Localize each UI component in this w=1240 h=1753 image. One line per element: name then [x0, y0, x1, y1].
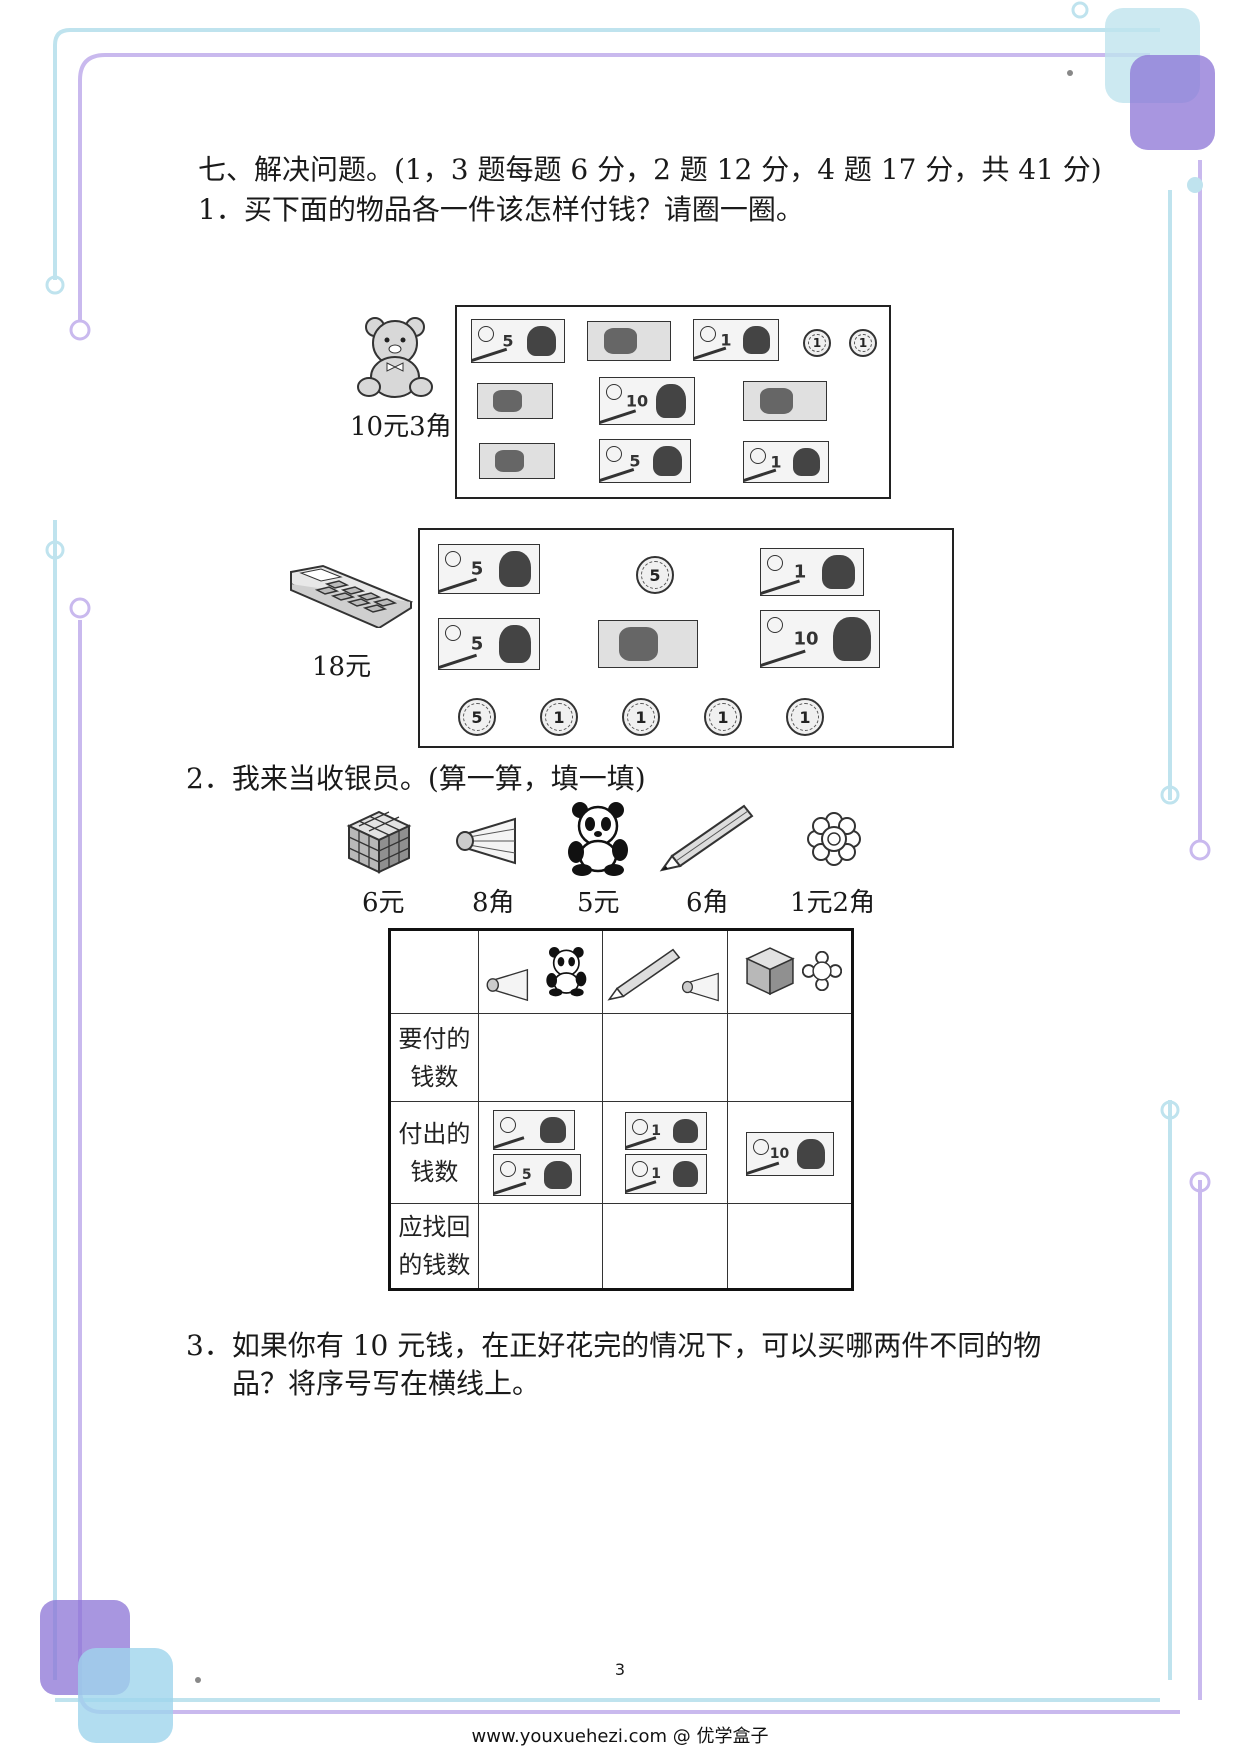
coin-1-jiao[interactable]: 1 [786, 698, 824, 736]
paid-cell-2: 1 1 [602, 1101, 728, 1204]
header-shuttlecock-panda [477, 929, 604, 1014]
note-5-yuan[interactable]: 5 [438, 618, 540, 670]
note-5-yuan[interactable]: 5 [471, 319, 565, 363]
row-label-due: 要付的 钱数 [389, 1013, 479, 1102]
coin-1-jiao[interactable]: 1 [704, 698, 742, 736]
note-1-yuan[interactable]: 1 [693, 319, 779, 361]
row-label-line: 要付的 [398, 1024, 471, 1053]
row-label-line: 钱数 [410, 1157, 459, 1186]
row-label-change: 应找回 的钱数 [389, 1203, 479, 1290]
panda-icon [546, 947, 587, 997]
answer-cell-change-2[interactable] [602, 1203, 728, 1290]
price-pencil: 6角 [686, 888, 729, 918]
answer-cell-due-1[interactable] [477, 1013, 604, 1102]
coin-1-jiao[interactable]: 1 [540, 698, 578, 736]
answer-cell-change-3[interactable] [726, 1203, 854, 1290]
cashier-table: 要付的 钱数 付出的 钱数 5 1 1 [388, 928, 854, 1291]
rubiks-cube-icon [346, 810, 412, 874]
shuttlecock-icon [456, 817, 516, 865]
header-cube-flower [726, 929, 854, 1014]
coin-1-jiao[interactable]: 1 [849, 329, 877, 357]
row-label-line: 应找回 [398, 1213, 471, 1241]
row-label-line: 钱数 [410, 1062, 459, 1091]
note-5-jiao[interactable] [743, 381, 827, 421]
header-pencil-shuttlecock [602, 929, 728, 1014]
note-5-yuan[interactable]: 5 [599, 439, 691, 483]
note-1-yuan [492, 1110, 575, 1150]
note-1-yuan[interactable]: 1 [743, 441, 829, 483]
money-box-1: 5 1 1 1 10 5 1 [455, 305, 891, 499]
page-number: 3 [614, 1660, 626, 1679]
paid-cell-3: 10 [726, 1101, 854, 1204]
question-1-prompt: 1．买下面的物品各一件该怎样付钱？请圈一圈。 [198, 193, 804, 226]
money-box-2: 5 5 1 5 10 5 1 1 1 1 [418, 528, 954, 748]
coin-5-jiao[interactable]: 5 [458, 698, 496, 736]
teddy-bear-price: 10元3角 [350, 412, 452, 442]
question-3-line-1: 3．如果你有 10 元钱，在正好花完的情况下，可以买哪两件不同的物 [186, 1329, 1042, 1362]
corner-cell [389, 929, 479, 1014]
note-1-yuan[interactable]: 1 [760, 548, 864, 596]
pencil-icon [659, 804, 754, 872]
question-3-line-2: 品？将序号写在横线上。 [232, 1367, 541, 1400]
note-1-jiao[interactable] [479, 443, 555, 479]
note-10-yuan[interactable]: 10 [599, 377, 695, 425]
note-1-yuan: 1 [625, 1154, 708, 1194]
answer-cell-due-3[interactable] [726, 1013, 854, 1102]
row-label-line: 付出的 [398, 1119, 471, 1148]
paid-cell-1: 5 [477, 1101, 604, 1204]
teddy-bear-icon [357, 317, 433, 398]
note-5-jiao[interactable] [598, 620, 698, 668]
section-heading: 七、解决问题。(1，3 题每题 6 分，2 题 12 分，4 题 17 分，共 … [198, 153, 1102, 186]
panda-icon [568, 802, 628, 876]
coin-1-jiao[interactable]: 1 [622, 698, 660, 736]
question-2-prompt: 2．我来当收银员。(算一算，填一填) [186, 762, 646, 795]
coin-1-jiao[interactable]: 1 [803, 329, 831, 357]
price-flower: 1元2角 [790, 888, 876, 918]
note-10-yuan[interactable]: 10 [760, 610, 880, 668]
note-5-yuan[interactable]: 5 [438, 544, 540, 594]
site-footer: www.youxuehezi.com @ 优学盒子 [471, 1726, 769, 1747]
note-2-jiao[interactable] [477, 383, 553, 419]
price-panda: 5元 [577, 888, 620, 918]
rubiks-cube-icon [744, 947, 795, 996]
row-label-line: 的钱数 [398, 1251, 471, 1279]
pencil-icon [607, 948, 681, 1001]
calculator-icon [290, 564, 414, 628]
flower-icon [807, 812, 861, 866]
answer-cell-change-1[interactable] [477, 1203, 604, 1290]
note-5-yuan: 5 [492, 1154, 581, 1196]
coin-5-jiao[interactable]: 5 [636, 556, 674, 594]
answer-cell-due-2[interactable] [602, 1013, 728, 1102]
note-2-jiao[interactable] [587, 321, 671, 361]
note-1-yuan: 1 [625, 1112, 708, 1150]
shuttlecock-icon [486, 968, 528, 1002]
row-label-paid: 付出的 钱数 [389, 1101, 479, 1204]
flower-icon [801, 951, 842, 991]
price-shuttlecock: 8角 [472, 888, 515, 918]
note-10-yuan: 10 [745, 1132, 834, 1176]
price-rubiks-cube: 6元 [362, 888, 405, 918]
shuttlecock-icon [682, 972, 719, 1002]
calculator-price: 18元 [312, 652, 372, 682]
